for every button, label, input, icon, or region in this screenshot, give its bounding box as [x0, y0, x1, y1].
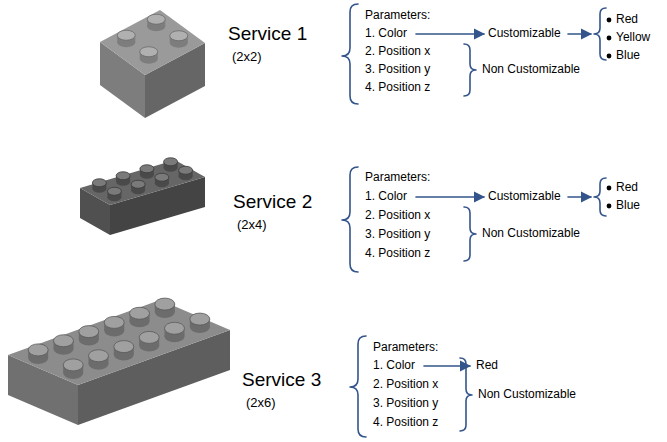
brick-photo — [8, 298, 230, 425]
color-option: Red — [616, 12, 638, 27]
fixed-color: Red — [476, 358, 498, 373]
customizable-note: Customizable — [488, 189, 561, 204]
list-heading: Parameters: — [365, 170, 430, 185]
position-brace — [464, 44, 476, 96]
parameter-item: 2. Position x — [365, 44, 430, 59]
position-brace — [460, 358, 472, 431]
arrow — [424, 365, 470, 367]
parameter-item: 4. Position z — [365, 80, 430, 95]
color-option: Blue — [616, 48, 640, 63]
parameter-brace — [342, 4, 358, 104]
service-size: (2x6) — [246, 395, 276, 411]
parameter-brace — [342, 167, 358, 272]
service-title: Service 2 — [233, 190, 312, 214]
non-customizable-note: Non Customizable — [482, 226, 580, 241]
arrow — [568, 33, 591, 35]
parameter-brace — [350, 336, 366, 437]
customizable-note: Customizable — [488, 26, 561, 41]
position-brace — [464, 207, 476, 261]
parameter-item: 4. Position z — [373, 415, 438, 430]
parameter-item: 3. Position y — [365, 62, 430, 77]
list-heading: Parameters: — [373, 340, 438, 355]
non-customizable-note: Non Customizable — [478, 387, 576, 402]
bullet — [607, 18, 612, 209]
service-title: Service 3 — [242, 368, 321, 392]
color-brace — [594, 178, 606, 216]
service-title: Service 1 — [228, 22, 307, 46]
color-option: Yellow — [616, 30, 650, 45]
service-size: (2x4) — [237, 217, 267, 233]
parameter-item: 2. Position x — [365, 208, 430, 223]
parameter-item: 3. Position y — [365, 227, 430, 242]
color-option: Blue — [616, 198, 640, 213]
parameter-item: 3. Position y — [373, 396, 438, 411]
color-brace — [594, 8, 606, 60]
parameter-item: 2. Position x — [373, 377, 438, 392]
parameter-item: 1. Color — [365, 26, 407, 41]
arrow — [416, 196, 484, 198]
arrow — [416, 33, 484, 35]
parameter-item: 1. Color — [373, 358, 415, 373]
parameter-item: 4. Position z — [365, 246, 430, 261]
brick-photo — [80, 158, 205, 235]
brick-photo — [100, 10, 205, 118]
parameter-item: 1. Color — [365, 189, 407, 204]
arrow — [568, 196, 591, 198]
list-heading: Parameters: — [365, 8, 430, 23]
color-option: Red — [616, 180, 638, 195]
service-size: (2x2) — [232, 49, 262, 65]
non-customizable-note: Non Customizable — [482, 62, 580, 77]
